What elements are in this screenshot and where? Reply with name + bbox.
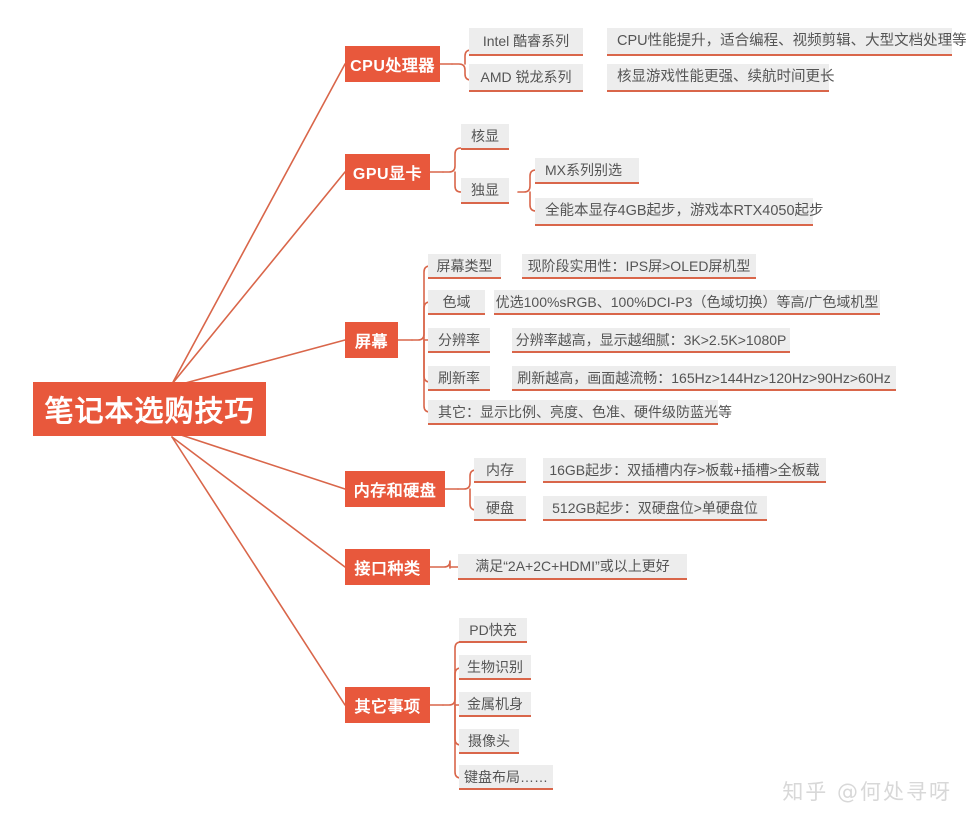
wire-root-cpu xyxy=(171,63,346,385)
wire-root-gpu xyxy=(171,171,346,385)
chip-memory-ram-detail[interactable]: 16GB起步：双插槽内存>板载+插槽>全板载 xyxy=(543,458,826,483)
branch-label-ports: 接口种类 xyxy=(354,561,421,578)
watermark-text: 知乎 @何处寻呀 xyxy=(782,780,952,804)
wire-root-memory xyxy=(177,433,346,490)
wire-gpu-to-hexian xyxy=(442,147,471,173)
chip-screen-refresh-detail[interactable]: 刷新越高，画面越流畅：165Hz>144Hz>120Hz>90Hz>60Hz xyxy=(512,366,896,391)
chip-gpu-discrete[interactable]: 独显 xyxy=(461,178,509,204)
branch-node-memory[interactable]: 内存和硬盘 xyxy=(345,471,445,507)
chip-screen-gamut-detail[interactable]: 优选100%sRGB、100%DCI-P3（色域切换）等高/广色域机型 xyxy=(494,290,880,315)
branch-node-other[interactable]: 其它事项 xyxy=(345,687,430,723)
chip-label: 内存 xyxy=(486,461,514,478)
chip-other-camera[interactable]: 摄像头 xyxy=(459,729,519,754)
chip-cpu-intel-detail[interactable]: CPU性能提升，适合编程、视频剪辑、大型文档处理等 xyxy=(607,28,967,56)
chip-label: 色域 xyxy=(442,293,471,310)
chip-label: 分辨率 xyxy=(438,331,480,348)
chip-label: CPU性能提升，适合编程、视频剪辑、大型文档处理等 xyxy=(617,32,967,49)
wire-root-ports xyxy=(171,436,346,568)
chip-label: 全能本显存4GB起步，游戏本RTX4050起步 xyxy=(545,202,824,219)
chip-label: 独显 xyxy=(471,182,499,198)
chip-label: AMD 锐龙系列 xyxy=(480,69,572,85)
chip-label: 512GB起步：双硬盘位>单硬盘位 xyxy=(552,499,758,516)
chip-gpu-integrated[interactable]: 核显 xyxy=(461,124,509,150)
root-node-label: 笔记本选购技巧 xyxy=(44,396,255,428)
chip-label: 核显游戏性能更强、续航时间更长 xyxy=(617,68,835,85)
chip-label: 其它：显示比例、亮度、色准、硬件级防蓝光等 xyxy=(438,403,732,420)
chip-label: 键盘布局…… xyxy=(464,768,548,785)
chip-label: 核显 xyxy=(471,128,499,144)
chip-screen-gamut[interactable]: 色域 xyxy=(428,290,485,315)
chip-label: Intel 酷睿系列 xyxy=(482,33,570,49)
chip-other-metal-body[interactable]: 金属机身 xyxy=(459,692,531,717)
branch-label-gpu: GPU显卡 xyxy=(352,166,423,183)
chip-gpu-mx-note[interactable]: MX系列别选 xyxy=(535,158,639,184)
chip-label: 优选100%sRGB、100%DCI-P3（色域切换）等高/广色域机型 xyxy=(495,293,879,310)
chip-label: 屏幕类型 xyxy=(436,257,493,274)
wire-root-other xyxy=(171,436,346,706)
chip-label: 金属机身 xyxy=(467,695,523,712)
chip-cpu-intel[interactable]: Intel 酷睿系列 xyxy=(469,28,583,56)
chip-screen-type[interactable]: 屏幕类型 xyxy=(428,254,501,279)
branch-label-cpu: CPU处理器 xyxy=(350,58,435,75)
chip-cpu-amd-detail[interactable]: 核显游戏性能更强、续航时间更长 xyxy=(607,64,835,92)
chip-screen-resolution[interactable]: 分辨率 xyxy=(428,328,490,353)
branch-node-gpu[interactable]: GPU显卡 xyxy=(345,154,430,190)
chip-memory-ram[interactable]: 内存 xyxy=(474,458,526,483)
watermark: 知乎 @何处寻呀 xyxy=(782,776,952,806)
branch-node-screen[interactable]: 屏幕 xyxy=(345,322,398,358)
chip-other-keyboard[interactable]: 键盘布局…… xyxy=(459,765,553,790)
wire-ports-stem xyxy=(429,560,451,569)
chip-label: 满足“2A+2C+HDMI”或以上更好 xyxy=(475,558,670,574)
chip-ports-detail[interactable]: 满足“2A+2C+HDMI”或以上更好 xyxy=(458,554,687,580)
chip-label: 摄像头 xyxy=(468,732,510,749)
chip-label: 硬盘 xyxy=(486,499,514,516)
chip-label: MX系列别选 xyxy=(545,162,622,178)
branch-node-cpu[interactable]: CPU处理器 xyxy=(345,46,440,82)
chip-other-biometric[interactable]: 生物识别 xyxy=(459,655,531,680)
chip-label: 生物识别 xyxy=(467,658,523,675)
chip-screen-type-detail[interactable]: 现阶段实用性：IPS屏>OLED屏机型 xyxy=(522,254,756,279)
chip-label: 现阶段实用性：IPS屏>OLED屏机型 xyxy=(527,257,751,274)
chip-memory-ssd-detail[interactable]: 512GB起步：双硬盘位>单硬盘位 xyxy=(543,496,767,521)
chip-label: 刷新率 xyxy=(438,369,480,386)
chip-screen-resolution-detail[interactable]: 分辨率越高，显示越细腻：3K>2.5K>1080P xyxy=(512,328,790,353)
chip-screen-refresh[interactable]: 刷新率 xyxy=(428,366,490,391)
chip-cpu-amd[interactable]: AMD 锐龙系列 xyxy=(469,64,583,92)
branch-label-other: 其它事项 xyxy=(354,699,421,716)
branch-node-ports[interactable]: 接口种类 xyxy=(345,549,430,585)
wire-root-screen xyxy=(177,339,346,386)
chip-gpu-vram-note[interactable]: 全能本显存4GB起步，游戏本RTX4050起步 xyxy=(535,198,824,226)
chip-label: 16GB起步：双插槽内存>板载+插槽>全板载 xyxy=(549,461,820,478)
chip-other-pd[interactable]: PD快充 xyxy=(459,618,527,643)
root-node[interactable]: 笔记本选购技巧 xyxy=(33,382,266,436)
chip-label: 分辨率越高，显示越细腻：3K>2.5K>1080P xyxy=(515,331,787,348)
branch-label-screen: 屏幕 xyxy=(354,334,388,351)
branch-label-memory: 内存和硬盘 xyxy=(353,483,437,500)
chip-screen-misc[interactable]: 其它：显示比例、亮度、色准、硬件级防蓝光等 xyxy=(428,400,732,425)
chip-label: PD快充 xyxy=(469,621,517,638)
chip-label: 刷新越高，画面越流畅：165Hz>144Hz>120Hz>90Hz>60Hz xyxy=(517,369,891,386)
chip-memory-ssd[interactable]: 硬盘 xyxy=(474,496,526,521)
